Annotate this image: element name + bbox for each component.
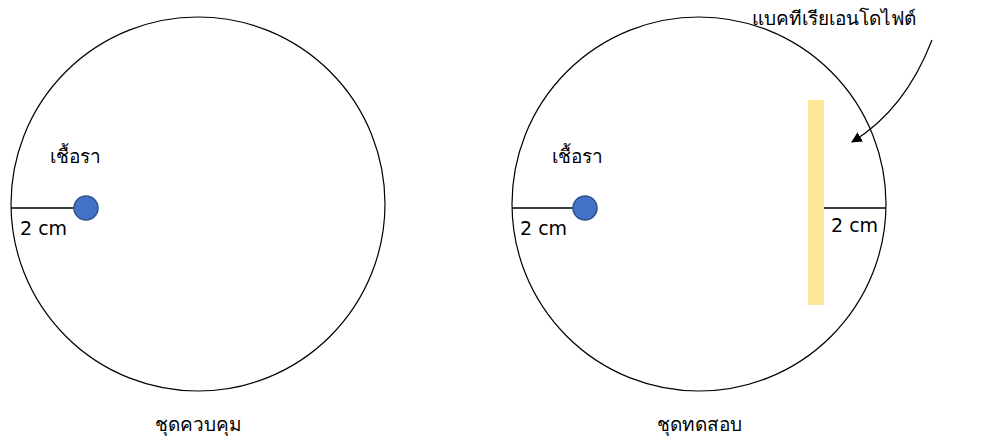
bacteria-streak xyxy=(808,100,824,305)
dish-circle xyxy=(11,17,385,391)
set-caption: ชุดทดสอบ xyxy=(511,412,887,437)
distance-line xyxy=(512,207,579,209)
fungus-dot xyxy=(573,196,597,220)
set-caption: ชุดควบคุม xyxy=(10,412,386,437)
petri-dish: เชื้อราชุดทดสอบ xyxy=(511,16,887,392)
dimension-label: 2 cm xyxy=(20,216,67,241)
organism-label: เชื้อรา xyxy=(50,144,101,169)
petri-dish: เชื้อราชุดควบคุม xyxy=(10,16,386,392)
distance-line xyxy=(11,207,80,209)
dish-outline xyxy=(10,16,386,392)
dish-outline xyxy=(511,16,887,392)
callout-label: แบคทีเรียเอนโดไฟต์ xyxy=(752,6,916,31)
dish-circle xyxy=(512,17,886,391)
dimension-label: 2 cm xyxy=(520,216,567,241)
distance-line xyxy=(824,207,886,209)
organism-label: เชื้อรา xyxy=(552,144,603,169)
leader-arrow xyxy=(852,40,932,142)
dimension-label: 2 cm xyxy=(829,213,880,238)
fungus-dot xyxy=(74,196,98,220)
